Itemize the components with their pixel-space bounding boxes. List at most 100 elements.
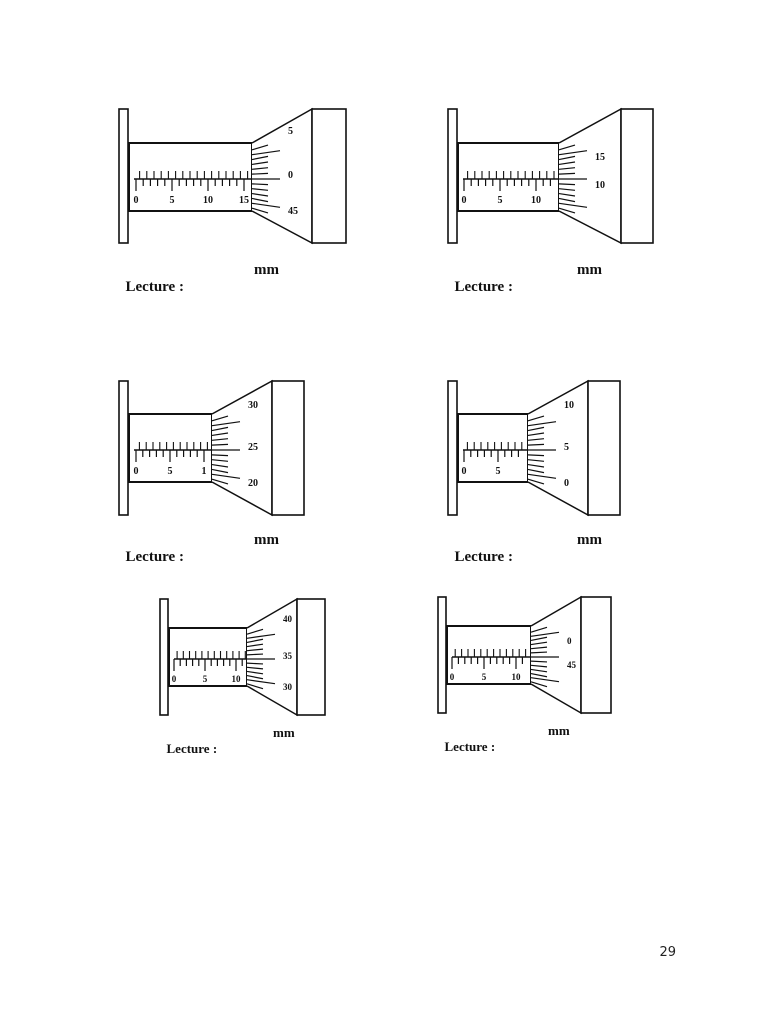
thimble-tick bbox=[558, 183, 576, 186]
thimble-tick bbox=[211, 478, 229, 485]
thimble-tick bbox=[251, 197, 269, 203]
thimble-tick bbox=[558, 188, 576, 191]
thimble-tick bbox=[246, 643, 264, 648]
sleeve-label: 5 bbox=[170, 195, 175, 206]
thimble-tick bbox=[246, 670, 264, 675]
thimble-tick bbox=[251, 192, 269, 197]
lecture-label-2: Lecture : mm bbox=[447, 262, 603, 313]
sleeve-label: 0 bbox=[134, 466, 139, 477]
ratchet-cap bbox=[587, 380, 621, 516]
micrometer-3-drawing: 0 5 1 30 25 20 bbox=[118, 379, 305, 517]
thimble-tick bbox=[558, 192, 576, 197]
frame-bar bbox=[118, 108, 129, 244]
thimble bbox=[530, 595, 582, 715]
thimble-tick bbox=[246, 666, 264, 670]
thimble-tick bbox=[251, 183, 269, 186]
ratchet-cap bbox=[311, 108, 347, 244]
thimble bbox=[211, 379, 273, 517]
sleeve-label: 10 bbox=[232, 674, 242, 684]
ratchet-cap bbox=[296, 598, 326, 716]
thimble-tick bbox=[527, 473, 557, 479]
ratchet-cap bbox=[271, 380, 305, 516]
sleeve bbox=[128, 413, 213, 483]
lecture-label-4: Lecture : mm bbox=[447, 532, 603, 583]
thimble-tick bbox=[530, 651, 548, 654]
unit-text: mm bbox=[273, 725, 295, 740]
thimble-tick bbox=[211, 415, 229, 422]
lecture-text: Lecture : bbox=[125, 279, 184, 295]
thimble-tick bbox=[211, 463, 229, 468]
micrometer-5: 0 5 10 40 35 30 bbox=[159, 597, 389, 718]
thimble-tick bbox=[246, 638, 264, 644]
sleeve-label: 1 bbox=[202, 466, 207, 477]
lecture-label-6: Lecture : mm bbox=[438, 723, 570, 771]
lecture-text: Lecture : bbox=[454, 279, 513, 295]
thimble-tick bbox=[211, 443, 229, 446]
sleeve-label: 5 bbox=[168, 466, 173, 477]
micrometer-5-drawing: 0 5 10 40 35 30 bbox=[159, 597, 326, 717]
thimble-label: 40 bbox=[283, 614, 293, 624]
lecture-label-1: Lecture : mm bbox=[118, 262, 280, 313]
thimble-tick bbox=[558, 207, 576, 214]
thimble-tick bbox=[527, 432, 545, 437]
thimble-label: 15 bbox=[595, 152, 605, 163]
thimble-tick bbox=[558, 155, 576, 161]
thimble-tick bbox=[558, 144, 576, 151]
sleeve-label: 5 bbox=[203, 674, 208, 684]
thimble-tick bbox=[558, 150, 588, 156]
thimble-tick bbox=[211, 426, 229, 432]
thimble-label: 45 bbox=[567, 660, 577, 670]
thimble-tick bbox=[527, 454, 545, 457]
frame-bar bbox=[118, 380, 129, 516]
lecture-label-5: Lecture : mm bbox=[160, 725, 295, 773]
thimble-tick bbox=[251, 155, 269, 161]
ratchet-cap bbox=[580, 596, 612, 714]
thimble-tick bbox=[211, 438, 229, 441]
thimble-tick bbox=[527, 468, 545, 474]
thimble-tick bbox=[246, 628, 264, 635]
sleeve-label: 0 bbox=[172, 674, 177, 684]
thimble-tick bbox=[246, 674, 264, 680]
lecture-text: Lecture : bbox=[454, 549, 513, 565]
thimble-label: 0 bbox=[564, 478, 569, 489]
thimble-label: 35 bbox=[283, 651, 293, 661]
page-number: 29 bbox=[659, 945, 676, 960]
thimble-label: 0 bbox=[288, 170, 293, 181]
thimble-tick bbox=[246, 679, 276, 685]
thimble-tick bbox=[246, 648, 264, 652]
thimble-tick bbox=[251, 144, 269, 151]
thimble-tick bbox=[251, 172, 269, 175]
micrometer-3: 0 5 1 30 25 20 bbox=[118, 379, 348, 518]
sleeve bbox=[457, 142, 560, 212]
thimble-tick bbox=[211, 459, 229, 462]
thimble bbox=[251, 107, 313, 245]
thimble-label: 0 bbox=[567, 636, 572, 646]
thimble-tick bbox=[530, 677, 560, 683]
thimble-label: 30 bbox=[283, 682, 293, 692]
thimble-tick bbox=[530, 660, 548, 663]
thimble-label: 25 bbox=[248, 442, 258, 453]
unit-text: mm bbox=[577, 532, 602, 548]
thimble-tick bbox=[251, 167, 269, 170]
thimble-tick bbox=[530, 681, 548, 688]
lecture-text: Lecture : bbox=[444, 739, 496, 754]
thimble-tick bbox=[530, 646, 548, 650]
thimble-tick bbox=[558, 167, 576, 170]
thimble-tick bbox=[251, 202, 281, 208]
thimble-label: 30 bbox=[248, 400, 258, 411]
thimble-tick bbox=[211, 421, 241, 427]
thimble-tick bbox=[527, 443, 545, 446]
thimble-label: 10 bbox=[564, 400, 574, 411]
thimble-label: 20 bbox=[248, 478, 258, 489]
thimble-tick bbox=[527, 478, 545, 485]
thimble-tick bbox=[530, 672, 548, 678]
thimble-tick bbox=[530, 631, 560, 637]
sleeve-label: 0 bbox=[462, 466, 467, 477]
thimble-tick bbox=[251, 188, 269, 191]
thimble-tick bbox=[530, 636, 548, 642]
